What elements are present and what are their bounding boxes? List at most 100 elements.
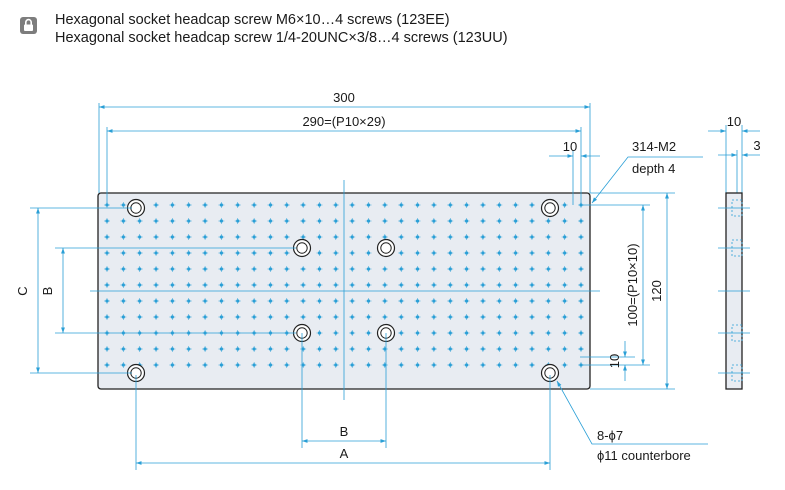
- tapped-hole: [496, 218, 503, 224]
- tapped-hole: [496, 314, 503, 320]
- tapped-hole: [267, 362, 274, 368]
- tapped-hole: [234, 266, 241, 272]
- tapped-hole: [251, 362, 258, 368]
- tapped-hole: [381, 218, 388, 224]
- tapped-hole: [479, 266, 486, 272]
- tapped-hole: [267, 346, 274, 352]
- tapped-hole: [447, 234, 454, 240]
- tapped-hole: [218, 346, 225, 352]
- tapped-hole: [561, 282, 568, 288]
- tapped-hole: [202, 314, 209, 320]
- tapped-hole: [251, 282, 258, 288]
- tapped-hole: [349, 234, 356, 240]
- tapped-hole: [202, 218, 209, 224]
- tapped-hole: [414, 362, 421, 368]
- tapped-hole: [479, 282, 486, 288]
- tapped-hole: [349, 362, 356, 368]
- tapped-hole: [283, 234, 290, 240]
- tapped-hole: [218, 218, 225, 224]
- leader-314-m2: [591, 156, 703, 204]
- tapped-hole: [267, 218, 274, 224]
- tapped-hole: [414, 202, 421, 208]
- dim-b-horizontal: B: [340, 424, 349, 439]
- dim-side-thickness: 10: [727, 114, 741, 129]
- tapped-hole: [430, 330, 437, 336]
- tapped-hole: [528, 250, 535, 256]
- tapped-hole: [398, 218, 405, 224]
- counterbore-hole: [292, 238, 312, 258]
- tapped-hole: [463, 218, 470, 224]
- tapped-hole: [267, 298, 274, 304]
- tapped-hole: [234, 298, 241, 304]
- tapped-hole: [283, 346, 290, 352]
- tapped-hole: [267, 234, 274, 240]
- tapped-hole: [169, 346, 176, 352]
- tapped-hole: [430, 234, 437, 240]
- dim-120: 120: [649, 280, 664, 302]
- tapped-hole: [578, 266, 584, 272]
- tapped-hole: [283, 202, 290, 208]
- tapped-hole: [365, 346, 372, 352]
- tapped-hole: [332, 234, 339, 240]
- tapped-hole: [251, 234, 258, 240]
- tapped-hole: [414, 298, 421, 304]
- tapped-hole: [251, 250, 258, 256]
- tapped-hole: [316, 314, 323, 320]
- tapped-hole: [561, 298, 568, 304]
- tapped-hole: [430, 314, 437, 320]
- tapped-hole: [578, 250, 584, 256]
- tapped-hole: [561, 250, 568, 256]
- tapped-hole: [414, 218, 421, 224]
- tapped-hole: [234, 218, 241, 224]
- dim-300: 300: [333, 90, 355, 105]
- tapped-hole: [300, 314, 307, 320]
- tapped-hole: [512, 266, 519, 272]
- tapped-hole: [104, 346, 110, 352]
- tapped-hole: [578, 218, 584, 224]
- tapped-hole: [218, 234, 225, 240]
- tapped-hole: [185, 266, 192, 272]
- tapped-hole: [430, 218, 437, 224]
- tapped-hole: [136, 266, 143, 272]
- tapped-hole: [512, 202, 519, 208]
- tapped-hole: [463, 362, 470, 368]
- tapped-hole: [153, 234, 160, 240]
- tapped-hole: [185, 346, 192, 352]
- tapped-hole: [561, 202, 568, 208]
- tapped-hole: [218, 314, 225, 320]
- tapped-hole: [496, 282, 503, 288]
- tapped-hole: [316, 282, 323, 288]
- tapped-hole: [578, 282, 584, 288]
- tapped-hole: [153, 314, 160, 320]
- tapped-hole: [512, 330, 519, 336]
- tapped-hole: [561, 330, 568, 336]
- tapped-hole: [430, 250, 437, 256]
- tapped-hole: [251, 266, 258, 272]
- tapped-hole: [365, 298, 372, 304]
- tapped-hole: [300, 218, 307, 224]
- tapped-hole: [185, 314, 192, 320]
- header: Hexagonal socket headcap screw M6×10…4 s…: [0, 0, 785, 60]
- tapped-hole: [136, 314, 143, 320]
- tapped-hole: [447, 314, 454, 320]
- tapped-hole: [398, 234, 405, 240]
- tapped-hole: [528, 362, 535, 368]
- tapped-hole: [202, 282, 209, 288]
- tapped-hole: [267, 202, 274, 208]
- tapped-hole: [104, 282, 110, 288]
- tapped-hole: [349, 218, 356, 224]
- tapped-hole: [202, 346, 209, 352]
- tapped-hole: [251, 298, 258, 304]
- tapped-hole: [169, 250, 176, 256]
- tapped-hole: [169, 202, 176, 208]
- tapped-hole: [120, 250, 127, 256]
- tapped-hole: [447, 218, 454, 224]
- tapped-hole: [332, 314, 339, 320]
- tapped-hole: [316, 202, 323, 208]
- tapped-hole: [136, 234, 143, 240]
- tapped-hole: [447, 202, 454, 208]
- tapped-hole: [463, 266, 470, 272]
- tapped-hole: [447, 250, 454, 256]
- tapped-hole: [463, 314, 470, 320]
